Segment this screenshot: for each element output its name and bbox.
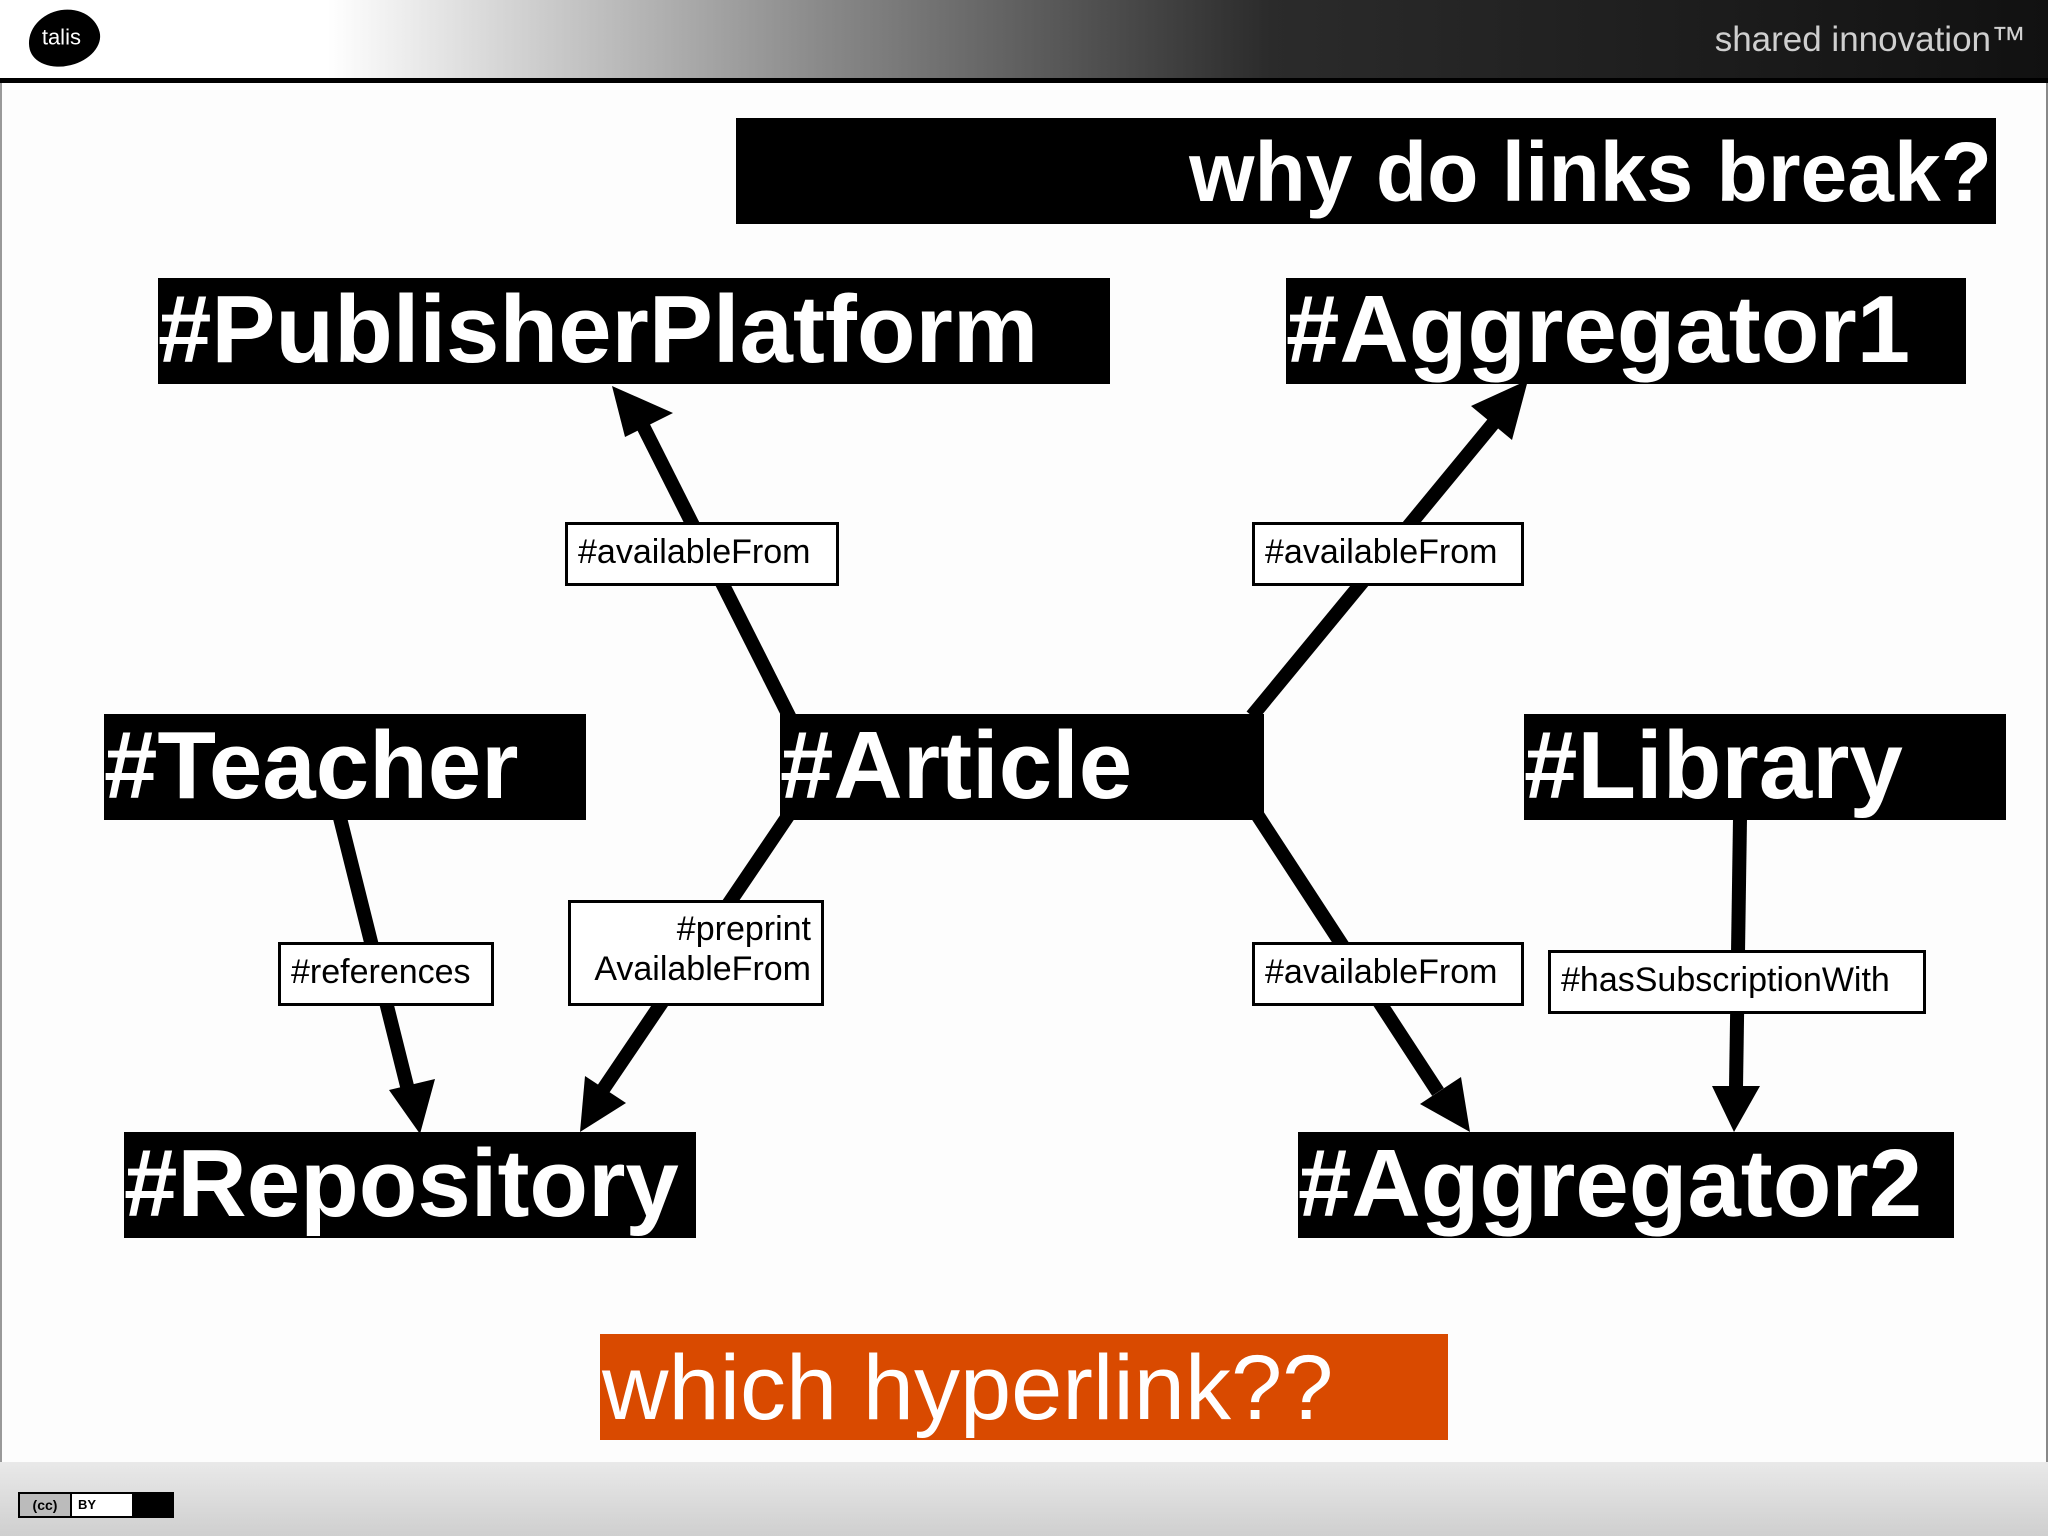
node-teacher: #Teacher [104, 714, 586, 820]
node-library: #Library [1524, 714, 2006, 820]
node-article: #Article [780, 714, 1264, 820]
header-divider [0, 78, 2048, 83]
cc-license-badge[interactable]: (cc) BY [18, 1492, 174, 1518]
arrowhead-aggregator1 [1471, 380, 1528, 440]
node-aggregator1: #Aggregator1 [1286, 278, 1966, 384]
edge-label-preprint: #preprint AvailableFrom [568, 900, 824, 1006]
slide-title-bar: why do links break? [736, 118, 1996, 224]
edge-label-subscription: #hasSubscriptionWith [1548, 950, 1926, 1014]
node-aggregator2: #Aggregator2 [1298, 1132, 1954, 1238]
arrowhead-aggregator2-article [1420, 1077, 1470, 1132]
edge-label-preprint-line1: #preprint [676, 910, 811, 948]
header-bar [0, 0, 2048, 80]
arrowhead-publisher [612, 386, 673, 437]
edge-label-aggregator1: #availableFrom [1252, 522, 1524, 586]
tagline: shared innovation™ [1714, 20, 2026, 59]
arrowhead-repository-teacher [389, 1079, 435, 1134]
footer-band [0, 1462, 2048, 1536]
cc-icon: (cc) [20, 1494, 70, 1516]
slide-frame-right [2046, 83, 2048, 1463]
question-box: which hyperlink?? [600, 1334, 1448, 1440]
edge-label-preprint-line2: AvailableFrom [594, 950, 811, 988]
slide-frame-left [0, 83, 2, 1463]
by-icon: BY [72, 1494, 132, 1516]
slide-title: why do links break? [1189, 125, 1992, 219]
node-publisher-platform: #PublisherPlatform [158, 278, 1110, 384]
arrowhead-aggregator2-library [1712, 1086, 1760, 1132]
edge-label-publisher: #availableFrom [565, 522, 839, 586]
node-repository: #Repository [124, 1132, 696, 1238]
edge-label-references: #references [278, 942, 494, 1006]
question-text: which hyperlink?? [602, 1337, 1334, 1439]
arrowhead-repository-article [580, 1076, 626, 1132]
edge-label-aggregator2: #availableFrom [1252, 942, 1524, 1006]
